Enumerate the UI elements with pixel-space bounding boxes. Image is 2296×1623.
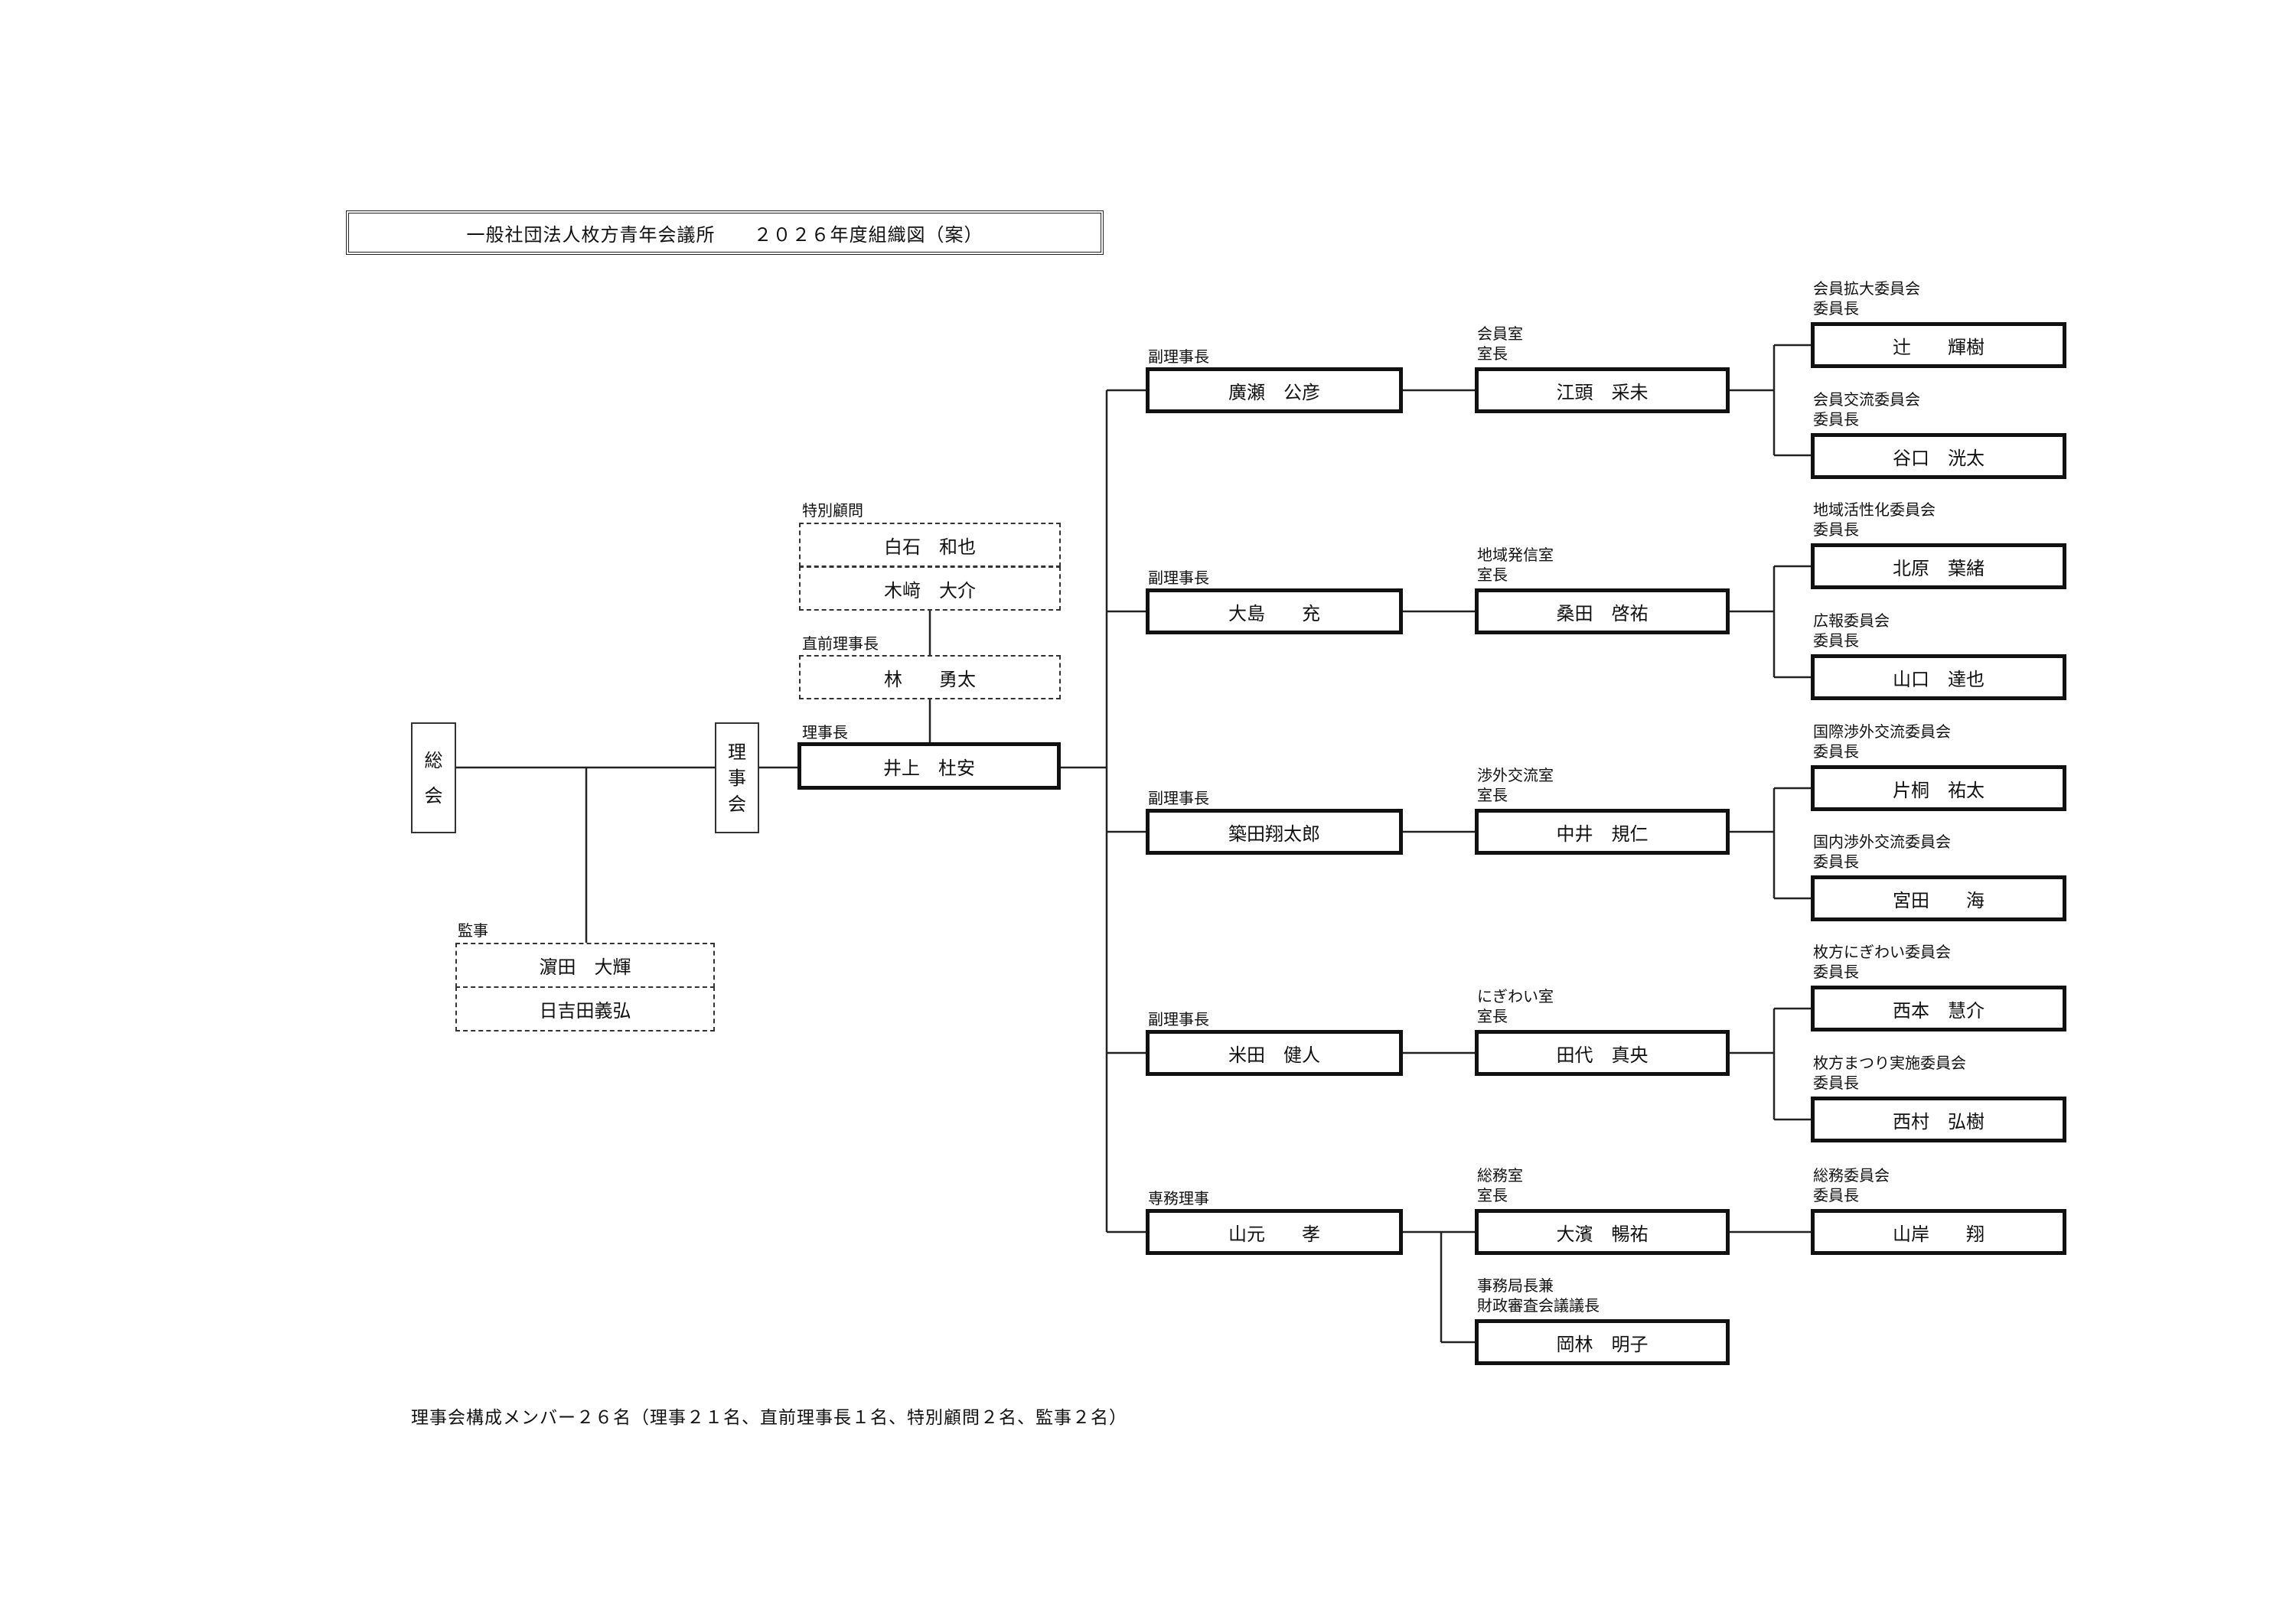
office-head-name: 田代 真央	[1475, 1030, 1730, 1076]
vice-president-name: 大島 充	[1146, 588, 1403, 634]
vice-president-name: 築田翔太郎	[1146, 809, 1403, 855]
office-title-label: 会員室 室長	[1477, 324, 1523, 363]
committee-chair-name: 西本 慧介	[1811, 986, 2066, 1031]
board-box: 理 事 会	[715, 722, 759, 833]
managing-director-role-label: 専務理事	[1148, 1189, 1209, 1207]
president-name: 井上 杜安	[797, 742, 1061, 790]
committee-title-label: 国内渉外交流委員会 委員長	[1813, 833, 1951, 871]
committee-chair-name: 辻 輝樹	[1811, 322, 2066, 368]
committee-title-label: 枚方にぎわい委員会 委員長	[1813, 943, 1951, 981]
vice-president-role-label: 副理事長	[1148, 347, 1209, 366]
office-head-name: 江頭 采未	[1475, 367, 1730, 413]
general-assembly-char: 会	[424, 784, 443, 807]
vice-president-name: 廣瀬 公彦	[1146, 367, 1403, 413]
auditor-name: 日吉田義弘	[455, 986, 715, 1031]
committee-chair-name: 宮田 海	[1811, 875, 2066, 921]
office-head-name: 中井 規仁	[1475, 809, 1730, 855]
vice-president-role-label: 副理事長	[1148, 569, 1209, 587]
committee-chair-name: 北原 葉緒	[1811, 543, 2066, 589]
committee-chair-name: 西村 弘樹	[1811, 1097, 2066, 1142]
past-president-name: 林 勇太	[799, 655, 1061, 699]
office-title-label: にぎわい室 室長	[1477, 987, 1554, 1025]
committee-chair-name: 山岸 翔	[1811, 1209, 2066, 1255]
committee-title-label: 会員交流委員会 委員長	[1813, 390, 1920, 429]
board-char: 事	[728, 767, 746, 789]
special-advisor-name: 木﨑 大介	[799, 566, 1061, 611]
committee-title-label: 枚方まつり実施委員会 委員長	[1813, 1054, 1966, 1092]
vice-president-role-label: 副理事長	[1148, 789, 1209, 807]
vice-president-name: 米田 健人	[1146, 1030, 1403, 1076]
committee-chair-name: 山口 達也	[1811, 654, 2066, 700]
secretary-name: 岡林 明子	[1475, 1319, 1730, 1365]
managing-director-name: 山元 孝	[1146, 1209, 1403, 1255]
committee-title-label: 地域活性化委員会 委員長	[1813, 500, 1936, 539]
footnote: 理事会構成メンバー２６名（理事２１名、直前理事長１名、特別顧問２名、監事２名）	[411, 1408, 1127, 1428]
board-char: 理	[728, 741, 746, 763]
auditor-name: 濵田 大輝	[455, 943, 715, 988]
committee-title-label: 会員拡大委員会 委員長	[1813, 279, 1920, 318]
vice-president-role-label: 副理事長	[1148, 1010, 1209, 1028]
committee-title-label: 総務委員会 委員長	[1813, 1166, 1890, 1204]
special-advisor-name: 白石 和也	[799, 523, 1061, 567]
office-title-label: 総務室 室長	[1477, 1166, 1523, 1204]
committee-title-label: 広報委員会 委員長	[1813, 611, 1890, 650]
office-title-label: 渉外交流室 室長	[1477, 766, 1554, 804]
committee-title-label: 国際渉外交流委員会 委員長	[1813, 722, 1951, 761]
office-title-label: 地域発信室 室長	[1477, 546, 1554, 584]
office-head-name: 大濱 暢祐	[1475, 1209, 1730, 1255]
secretary-title-label: 事務局長兼 財政審査会議議長	[1477, 1276, 1600, 1315]
special-advisor-role-label: 特別顧問	[802, 501, 863, 520]
committee-chair-name: 片桐 祐太	[1811, 765, 2066, 811]
office-head-name: 桑田 啓祐	[1475, 588, 1730, 634]
board-char: 会	[728, 793, 746, 815]
committee-chair-name: 谷口 洸太	[1811, 433, 2066, 479]
auditor-role-label: 監事	[458, 921, 488, 940]
general-assembly-box: 総 会	[411, 722, 456, 833]
chart-title: 一般社団法人枚方青年会議所 ２０２６年度組織図（案）	[346, 210, 1104, 255]
past-president-role-label: 直前理事長	[802, 634, 879, 653]
general-assembly-char: 総	[424, 749, 443, 771]
president-role-label: 理事長	[802, 723, 848, 741]
